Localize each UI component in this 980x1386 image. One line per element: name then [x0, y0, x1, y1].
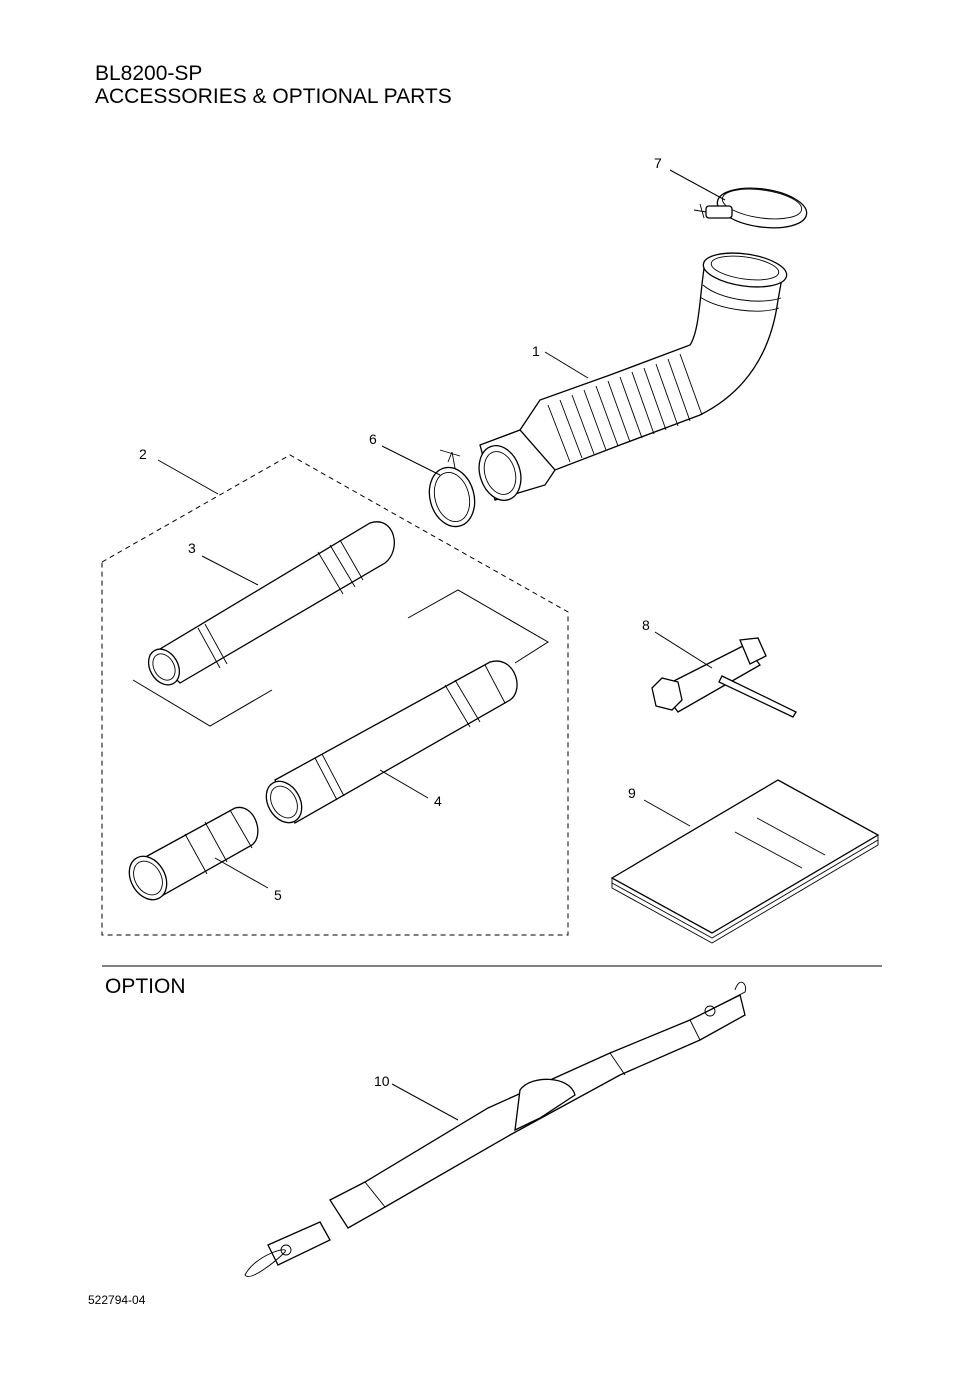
model-label: BL8200-SP: [95, 62, 203, 85]
part-6-hose-clamp[interactable]: [423, 449, 481, 532]
callout-7: 7: [654, 155, 662, 171]
part-9-manual[interactable]: [610, 779, 880, 944]
callout-8: 8: [642, 617, 650, 633]
part-3-pipe[interactable]: [142, 521, 395, 691]
callout-10: 10: [374, 1073, 390, 1089]
section-label: ACCESSORIES & OPTIONAL PARTS: [95, 85, 452, 108]
part-8-plug-wrench[interactable]: [651, 637, 797, 718]
page-title: BL8200-SP ACCESSORIES & OPTIONAL PARTS: [95, 62, 452, 108]
callout-6: 6: [369, 431, 377, 447]
part-2-kit-outline: [101, 454, 569, 936]
part-5-nozzle[interactable]: [122, 806, 259, 906]
part-4-pipe[interactable]: [259, 660, 518, 829]
leader-lines: [157, 169, 726, 1121]
part-1-flex-pipe[interactable]: [472, 248, 788, 505]
part-10-shoulder-strap[interactable]: [244, 981, 747, 1277]
option-heading: OPTION: [105, 975, 186, 998]
callout-3: 3: [188, 540, 196, 556]
document-number: 522794-04: [88, 1293, 146, 1307]
callout-1: 1: [532, 343, 540, 359]
callout-9: 9: [628, 785, 636, 801]
part-7-hose-clamp[interactable]: [693, 183, 809, 233]
callout-2: 2: [139, 446, 147, 462]
callout-4: 4: [434, 793, 442, 809]
callout-5: 5: [274, 887, 282, 903]
